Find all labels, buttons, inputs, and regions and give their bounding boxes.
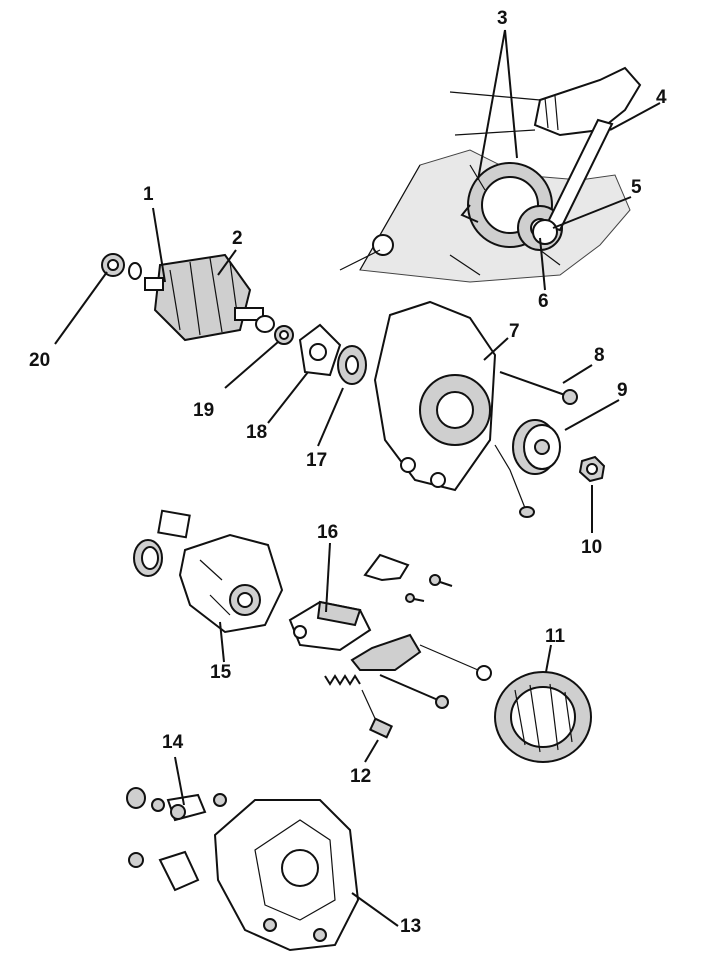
callout-15: 15 bbox=[210, 662, 232, 683]
callout-1: 1 bbox=[143, 184, 154, 205]
callout-18: 18 bbox=[246, 422, 268, 443]
bearing-retainer-18 bbox=[298, 323, 342, 377]
nut-10 bbox=[578, 455, 606, 483]
callout-10: 10 bbox=[581, 537, 603, 558]
callout-16: 16 bbox=[317, 522, 339, 543]
rectifier-holder-15 bbox=[133, 509, 284, 634]
bracket-and-screws bbox=[350, 553, 492, 709]
wrench-illustration bbox=[532, 118, 614, 245]
spacer-19 bbox=[255, 315, 294, 345]
callout-3: 3 bbox=[497, 8, 508, 29]
terminal-parts-14 bbox=[126, 787, 227, 892]
hand-illustration bbox=[449, 66, 642, 137]
callout-11: 11 bbox=[545, 626, 566, 647]
callout-4: 4 bbox=[656, 87, 667, 108]
bearing-17 bbox=[337, 345, 367, 385]
brush-spring-12 bbox=[324, 674, 394, 739]
callout-17: 17 bbox=[306, 450, 328, 471]
bearing-20 bbox=[101, 253, 142, 280]
callout-19: 19 bbox=[193, 400, 215, 421]
callout-9: 9 bbox=[617, 380, 628, 401]
regulator-16 bbox=[288, 600, 372, 652]
leader-lines bbox=[54, 29, 661, 927]
drive-end-frame-7 bbox=[373, 300, 535, 518]
callout-6: 6 bbox=[538, 291, 549, 312]
callout-12: 12 bbox=[350, 766, 372, 787]
callout-14: 14 bbox=[162, 732, 184, 753]
callout-7: 7 bbox=[509, 321, 520, 342]
rear-frame-13 bbox=[213, 799, 360, 952]
callout-8: 8 bbox=[594, 345, 605, 366]
callout-5: 5 bbox=[631, 177, 642, 198]
pulley-9 bbox=[512, 419, 561, 475]
stator-11 bbox=[494, 671, 592, 763]
through-bolt-8 bbox=[499, 371, 578, 405]
callout-13: 13 bbox=[400, 916, 422, 937]
callout-20: 20 bbox=[29, 350, 51, 371]
rotor-part bbox=[144, 253, 264, 342]
callout-2: 2 bbox=[232, 228, 243, 249]
